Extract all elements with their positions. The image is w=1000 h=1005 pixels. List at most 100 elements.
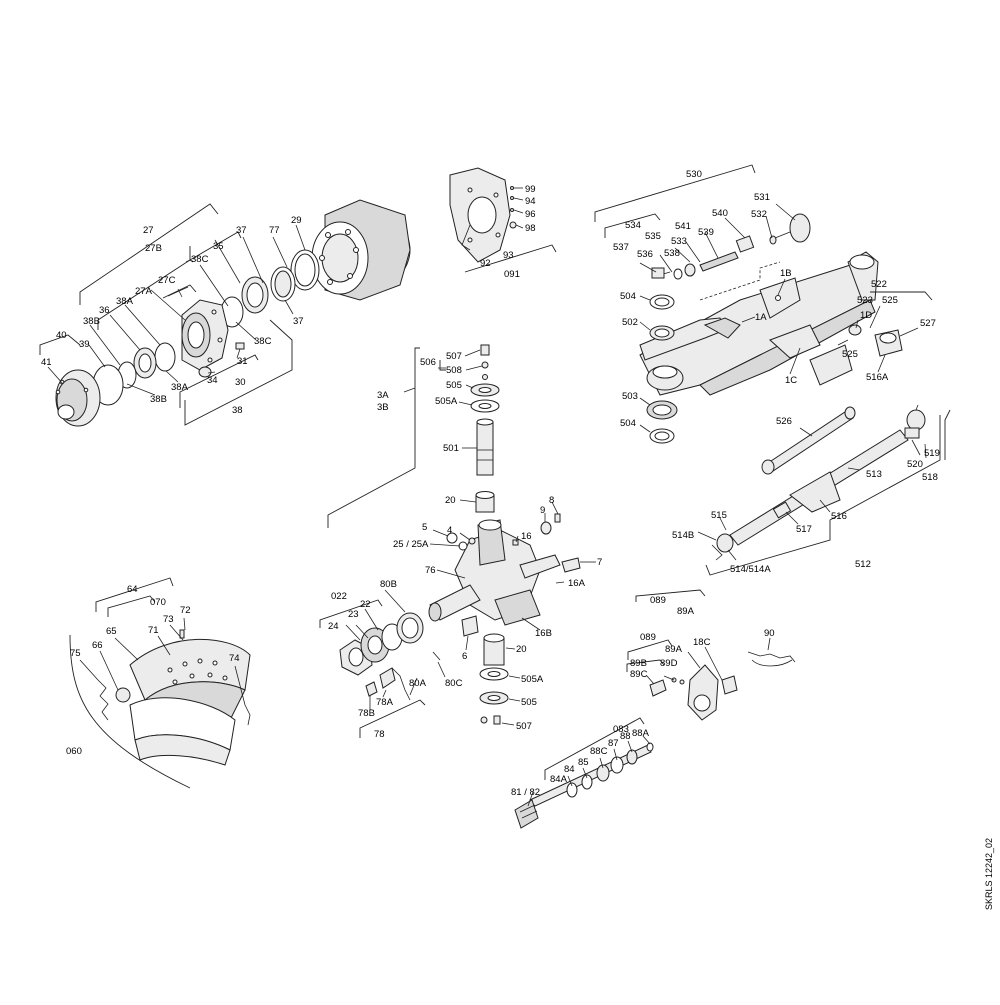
label-502: 502 (622, 317, 638, 328)
label-16: 16 (521, 531, 532, 542)
label-64: 64 (127, 584, 138, 595)
label-89C: 89C (630, 669, 648, 680)
label-501: 501 (443, 443, 459, 454)
label-523: 523 (857, 295, 873, 306)
drawing-id: SKRLS 12242_02 (984, 838, 994, 910)
label-525-side: 525 (842, 349, 858, 360)
label-27C: 27C (158, 275, 176, 286)
label-5: 5 (422, 522, 427, 533)
label-89A-mid: 89A (665, 644, 683, 655)
label-98: 98 (525, 223, 536, 234)
label-89A-top: 89A (677, 606, 695, 617)
label-18C: 18C (693, 637, 711, 648)
label-3A: 3A (377, 390, 389, 401)
label-16A: 16A (568, 578, 586, 589)
label-41: 41 (41, 357, 52, 368)
label-81-82: 81 / 82 (511, 787, 540, 798)
nut-34 (198, 366, 212, 378)
label-37-bot: 37 (293, 316, 304, 327)
label-36: 36 (99, 305, 110, 316)
label-530: 530 (686, 169, 702, 180)
brake-drum (311, 199, 411, 301)
label-504-bot: 504 (620, 418, 636, 429)
label-527: 527 (920, 318, 936, 329)
label-23: 23 (348, 609, 359, 620)
label-513: 513 (866, 469, 882, 480)
brake-shoe-group: 64 070 72 73 71 65 66 74 75 060 (66, 577, 251, 789)
label-94: 94 (525, 196, 536, 207)
label-089-mid: 089 (640, 632, 656, 643)
label-40: 40 (56, 330, 67, 341)
label-505-top: 505 (446, 380, 462, 391)
label-37-top: 37 (236, 225, 247, 236)
label-533: 533 (671, 236, 687, 247)
label-87: 87 (608, 738, 619, 749)
label-091: 091 (504, 269, 520, 280)
bolt-31 (235, 342, 245, 350)
label-515: 515 (711, 510, 727, 521)
label-27: 27 (143, 225, 154, 236)
label-518: 518 (922, 472, 938, 483)
label-535: 535 (645, 231, 661, 242)
label-539: 539 (698, 227, 714, 238)
label-507-bot: 507 (516, 721, 532, 732)
label-16B: 16B (535, 628, 552, 639)
label-6: 6 (462, 651, 467, 662)
label-75: 75 (70, 648, 81, 659)
label-78: 78 (374, 729, 385, 740)
label-517: 517 (796, 524, 812, 535)
label-74: 74 (229, 653, 240, 664)
label-38B-top: 38B (83, 316, 100, 327)
label-88: 88 (620, 731, 631, 742)
label-512: 512 (855, 559, 871, 570)
label-536: 536 (637, 249, 653, 260)
label-505A-top: 505A (435, 396, 458, 407)
label-520: 520 (907, 459, 923, 470)
label-34: 34 (207, 375, 218, 386)
label-92: 92 (480, 258, 491, 269)
label-38A-bot: 38A (171, 382, 189, 393)
label-72: 72 (180, 605, 191, 616)
label-060: 060 (66, 746, 82, 757)
label-083: 083 (613, 724, 629, 735)
label-27B: 27B (145, 243, 162, 254)
label-84A: 84A (550, 774, 568, 785)
label-507-top: 507 (446, 351, 462, 362)
label-514B: 514B (672, 530, 694, 541)
label-80A: 80A (409, 678, 427, 689)
label-20-top: 20 (445, 495, 456, 506)
label-070: 070 (150, 597, 166, 608)
label-4: 4 (447, 525, 452, 536)
label-022: 022 (331, 591, 347, 602)
label-66: 66 (92, 640, 103, 651)
label-80C: 80C (445, 678, 463, 689)
label-25-25A: 25 / 25A (393, 539, 429, 550)
label-531: 531 (754, 192, 770, 203)
label-89D: 89D (660, 658, 678, 669)
label-540: 540 (712, 208, 728, 219)
ring-38A (154, 342, 176, 372)
label-38C-side: 38C (254, 336, 272, 347)
label-76: 76 (425, 565, 436, 576)
label-519: 519 (924, 448, 940, 459)
label-516A: 516A (866, 372, 889, 383)
label-089-top: 089 (650, 595, 666, 606)
steering-knuckle-group: 506 507 508 505 505A 501 20 3A 3B 9 8 16… (327, 344, 602, 732)
label-24: 24 (328, 621, 339, 632)
label-93: 93 (503, 250, 514, 261)
hub-cap (55, 369, 101, 427)
label-38: 38 (232, 405, 243, 416)
label-73: 73 (163, 614, 174, 625)
label-29: 29 (291, 215, 302, 226)
label-99: 99 (525, 184, 536, 195)
label-532: 532 (751, 209, 767, 220)
wheel-hub (181, 299, 229, 371)
label-3B: 3B (377, 402, 389, 413)
label-537: 537 (613, 242, 629, 253)
label-538: 538 (664, 248, 680, 259)
label-71: 71 (148, 625, 159, 636)
label-514-514A: 514/514A (730, 564, 771, 575)
axle-beam-group: 530 534 535 537 536 533 538 541 539 540 … (594, 164, 951, 576)
label-84: 84 (564, 764, 575, 775)
